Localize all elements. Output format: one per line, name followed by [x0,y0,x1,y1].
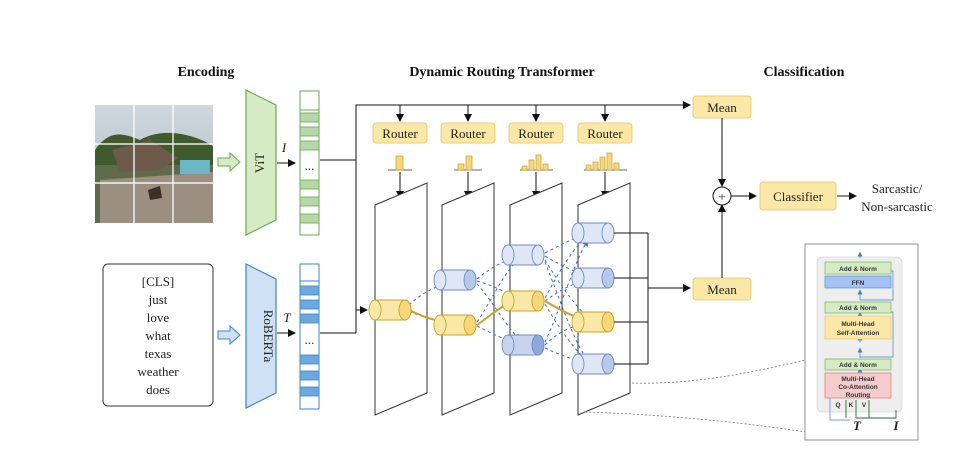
mean-top: Mean [692,95,752,119]
svg-text:Add & Norm: Add & Norm [839,305,877,312]
transformer-detail: Add & Norm FFN Add & Norm Multi-Head Sel… [804,243,919,441]
cell-l4-4 [571,353,615,375]
cell-l4-1 [571,222,615,244]
output-label-2: Non-sarcastic [861,199,933,214]
router-1: Router [372,122,428,144]
svg-text:Routing: Routing [846,392,871,399]
layer-plane-1 [374,182,428,416]
router-histograms [388,152,627,171]
cell-l1-1 [368,299,412,321]
svg-text:ViT: ViT [252,153,267,173]
add-norm-2 [824,301,892,314]
svg-text:Add & Norm: Add & Norm [839,266,877,273]
image-token-stack: ... [299,90,320,236]
image-symbol: I [281,140,287,155]
roberta-encoder: RoBERTa [245,263,277,409]
cell-l2-2 [433,314,477,336]
svg-text:Classifier: Classifier [773,189,823,204]
svg-text:Router: Router [518,126,554,141]
layer4-outputs [614,232,691,365]
add-norm-1 [824,261,892,275]
text-token-stack: ... [299,263,320,410]
encoding-heading: Encoding [178,65,235,80]
svg-text:K: K [849,402,854,409]
add-norm-3 [824,358,892,371]
layer-plane-4 [577,182,631,416]
token-0: [CLS] [142,274,175,289]
svg-text:Co-Attention: Co-Attention [838,384,877,391]
svg-text:Add & Norm: Add & Norm [839,362,877,369]
input-image [95,105,213,223]
self-attention-block [824,315,892,340]
cell-l3-1 [501,244,545,266]
token-1: just [148,292,168,307]
router-down-arrows [396,172,609,199]
mean-bottom: Mean [692,277,752,301]
svg-text:Self-Attention: Self-Attention [837,330,880,337]
svg-text:I: I [892,418,899,433]
cell-l3-3 [501,334,545,356]
cell-l4-3 [571,311,615,333]
svg-text:...: ... [305,158,315,173]
cell-l4-2 [571,267,615,289]
svg-text:...: ... [305,332,315,347]
sum-connections [718,118,757,278]
layer-plane-2 [441,182,495,416]
svg-text:V: V [862,402,867,409]
zoom-lines [584,359,807,433]
router-row: Router Router Router Router [372,122,633,144]
sum-node: + [712,186,732,206]
token-6: does [146,382,170,397]
text-symbol: T [283,310,291,325]
router-2: Router [440,122,496,144]
output-label-1: Sarcastic/ [872,181,923,196]
text-to-roberta-arrow [217,324,241,346]
encoder-connections [320,101,691,334]
router-3: Router [508,122,564,144]
co-attention-block [824,372,892,399]
svg-text:Multi-Head: Multi-Head [841,376,874,383]
routing-heading: Dynamic Routing Transformer [409,65,594,80]
svg-text:Multi-Head: Multi-Head [841,321,874,328]
routing-cells [368,222,615,375]
svg-text:Mean: Mean [707,282,737,297]
router-4: Router [577,122,633,144]
token-4: texas [145,346,172,361]
vit-encoder: ViT [245,89,277,236]
input-text-box: [CLS] just love what texas weather does [102,263,214,407]
image-to-vit-arrow [217,151,241,173]
token-5: weather [137,364,179,379]
svg-text:T: T [853,418,862,433]
token-2: love [147,310,170,325]
svg-text:Mean: Mean [707,100,737,115]
cell-l2-1 [433,269,477,291]
svg-text:Q: Q [835,402,840,409]
classification-heading: Classification [764,65,845,80]
cell-l3-2 [501,290,545,312]
svg-text:Router: Router [587,126,623,141]
svg-text:Router: Router [382,126,418,141]
ffn-block [824,275,892,289]
svg-text:RoBERTa: RoBERTa [261,310,276,363]
classifier-box: Classifier [759,181,837,211]
svg-text:+: + [718,189,725,204]
svg-text:Router: Router [450,126,486,141]
svg-text:FFN: FFN [852,280,865,287]
token-3: what [145,328,171,343]
